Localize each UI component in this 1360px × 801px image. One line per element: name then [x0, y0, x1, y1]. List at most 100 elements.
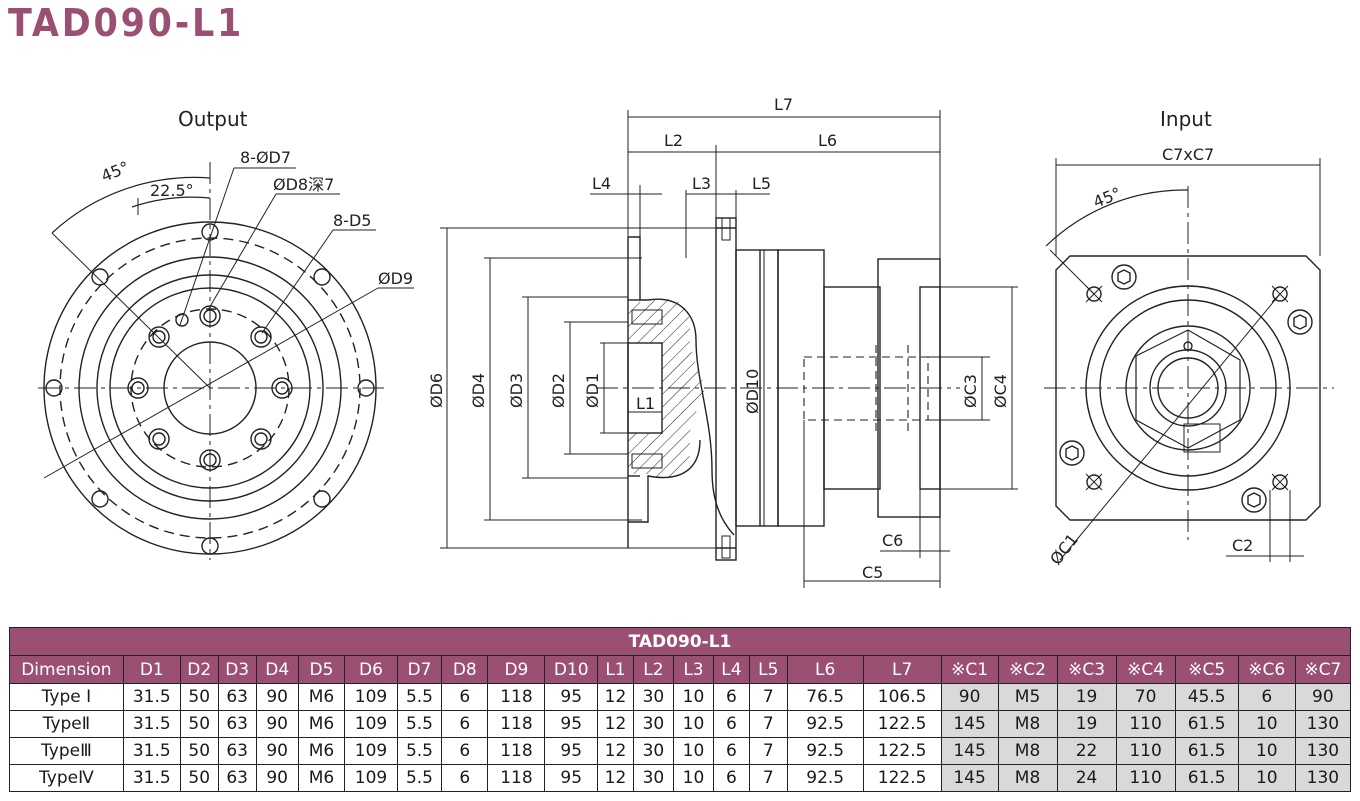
table-cell: 118 — [487, 764, 546, 792]
mount-holes — [45, 223, 375, 555]
table-cell: 10 — [672, 710, 714, 738]
table-cell: 6 — [441, 764, 489, 792]
table-cell: 61.5 — [1174, 737, 1239, 765]
table-cell: 6 — [441, 737, 489, 765]
table-cell: 50 — [179, 737, 219, 765]
l7-label: L7 — [774, 95, 793, 114]
table-cell: 122.5 — [862, 737, 942, 765]
technical-drawing: Output — [38, 95, 1334, 588]
table-cell: 6 — [1237, 683, 1296, 711]
table-cell: 61.5 — [1174, 764, 1239, 792]
table-cell: 10 — [672, 764, 714, 792]
table-cell: 31.5 — [122, 737, 181, 765]
column-header: D8 — [441, 655, 489, 684]
table-cell: 122.5 — [862, 710, 942, 738]
column-header: ※C1 — [940, 655, 999, 684]
table-cell: 5.5 — [396, 710, 443, 738]
table-cell: 118 — [487, 737, 546, 765]
table-cell: 109 — [344, 683, 398, 711]
table-cell: 76.5 — [786, 683, 864, 711]
table-cell: 10 — [672, 683, 714, 711]
page-title: TAD090-L1 — [8, 1, 245, 45]
table-cell: 7 — [748, 737, 788, 765]
angle-45-label: 45° — [98, 157, 131, 185]
table-cell: 50 — [179, 710, 219, 738]
table-cell: 10 — [1237, 737, 1296, 765]
table-cell: 10 — [1237, 710, 1296, 738]
table-cell: M8 — [997, 737, 1058, 765]
table-cell: 63 — [217, 764, 257, 792]
column-header: D9 — [487, 655, 546, 684]
table-cell: 90 — [940, 683, 999, 711]
table-cell: 106.5 — [862, 683, 942, 711]
l6-label: L6 — [818, 131, 837, 150]
table-cell: 30 — [632, 764, 674, 792]
row-label: TypeⅢ — [9, 737, 124, 765]
table-cell: M6 — [297, 710, 346, 738]
table-cell: 6 — [712, 737, 750, 765]
bolt-holes — [127, 305, 293, 471]
table-cell: 130 — [1294, 764, 1352, 792]
column-header: L5 — [748, 655, 788, 684]
column-header: L7 — [862, 655, 942, 684]
table-cell: M6 — [297, 764, 346, 792]
table-cell: 61.5 — [1174, 710, 1239, 738]
table-cell: 7 — [748, 683, 788, 711]
thread-d5-label: 8-D5 — [333, 211, 371, 230]
table-cell: 95 — [544, 683, 599, 711]
table-cell: 6 — [441, 683, 489, 711]
table-cell: 110 — [1115, 710, 1176, 738]
table-cell: 118 — [487, 683, 546, 711]
d10-label: ØD10 — [743, 369, 762, 414]
column-header: L2 — [632, 655, 674, 684]
l3-label: L3 — [692, 174, 711, 193]
table-cell: 31.5 — [122, 710, 181, 738]
c1-label: ØC1 — [1046, 530, 1082, 568]
table-cell: 6 — [712, 764, 750, 792]
column-header: D3 — [217, 655, 257, 684]
table-cell: 63 — [217, 683, 257, 711]
table-cell: 63 — [217, 737, 257, 765]
table-cell: 50 — [179, 683, 219, 711]
table-cell: 130 — [1294, 710, 1352, 738]
column-header: D1 — [122, 655, 181, 684]
d4-label: ØD4 — [469, 373, 488, 408]
table-cell: 110 — [1115, 764, 1176, 792]
row-label: TypeⅣ — [9, 764, 124, 792]
column-header: L1 — [597, 655, 634, 684]
table-cell: 92.5 — [786, 737, 864, 765]
column-header: L6 — [786, 655, 864, 684]
table-cell: 90 — [255, 710, 299, 738]
column-header: D5 — [297, 655, 346, 684]
table-caption: TAD090-L1 — [9, 627, 1351, 656]
c4-label: ØC4 — [991, 374, 1010, 408]
table-cell: 90 — [255, 683, 299, 711]
c2-label: C2 — [1232, 536, 1253, 555]
table-cell: 30 — [632, 683, 674, 711]
c6-label: C6 — [882, 531, 903, 550]
table-cell: 145 — [940, 710, 999, 738]
column-header: ※C5 — [1174, 655, 1239, 684]
table-cell: 6 — [712, 710, 750, 738]
table-cell: 109 — [344, 737, 398, 765]
column-header: ※C7 — [1294, 655, 1352, 684]
table-cell: 50 — [179, 764, 219, 792]
d6-label: ØD6 — [427, 373, 446, 408]
table-cell: M5 — [997, 683, 1058, 711]
d2-label: ØD2 — [549, 373, 568, 408]
column-header: Dimension — [9, 655, 124, 684]
table-cell: 92.5 — [786, 764, 864, 792]
column-header: D2 — [179, 655, 219, 684]
table-cell: 145 — [940, 764, 999, 792]
table-cell: M6 — [297, 737, 346, 765]
c7xc7-label: C7xC7 — [1162, 145, 1214, 164]
c5-label: C5 — [862, 563, 883, 582]
table-cell: 19 — [1056, 710, 1117, 738]
column-header: D10 — [544, 655, 599, 684]
l5-label: L5 — [752, 174, 771, 193]
l4-label: L4 — [592, 174, 611, 193]
